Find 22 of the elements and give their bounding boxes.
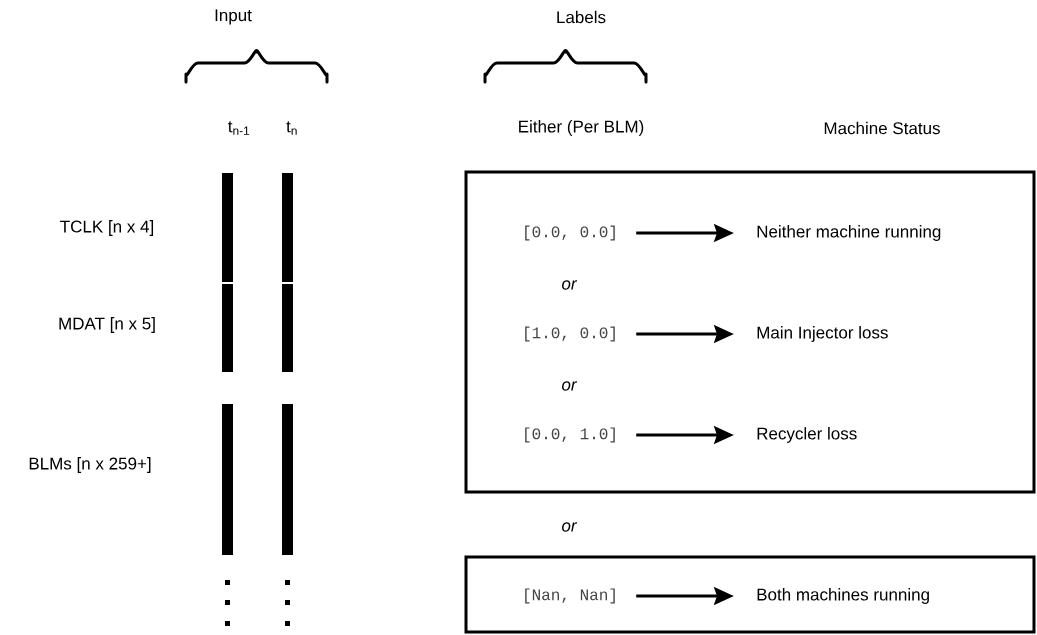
label-vector: [Nan, Nan] bbox=[525, 588, 615, 604]
status-text: Both machines running bbox=[757, 588, 929, 604]
label-vector: [1.0, 0.0] bbox=[525, 326, 615, 342]
or-text: or bbox=[562, 381, 578, 391]
row-label: BLMs [n x 259+] bbox=[29, 457, 151, 473]
status-text: Main Injector loss bbox=[757, 326, 888, 342]
label-vector: [0.0, 0.0] bbox=[525, 225, 615, 241]
or-text: or bbox=[562, 280, 578, 290]
group-box bbox=[464, 555, 1036, 634]
status-text: Neither machine running bbox=[757, 225, 941, 241]
time-label: t$_{n}$ bbox=[286, 121, 297, 135]
column-heading: Machine Status bbox=[824, 121, 940, 135]
column-heading: Labels bbox=[557, 10, 606, 24]
group-box bbox=[464, 170, 1036, 494]
column-heading: Input bbox=[215, 9, 252, 25]
row-label: TCLK [n x 4] bbox=[60, 220, 154, 236]
label-vector: [0.0, 1.0] bbox=[525, 427, 615, 443]
or-text: or bbox=[562, 522, 578, 532]
time-label: t$_{n-1}$ bbox=[228, 121, 250, 135]
row-label: MDAT [n x 5] bbox=[59, 317, 155, 333]
column-heading: Either (Per BLM) bbox=[519, 120, 644, 136]
status-text: Recycler loss bbox=[757, 427, 857, 443]
